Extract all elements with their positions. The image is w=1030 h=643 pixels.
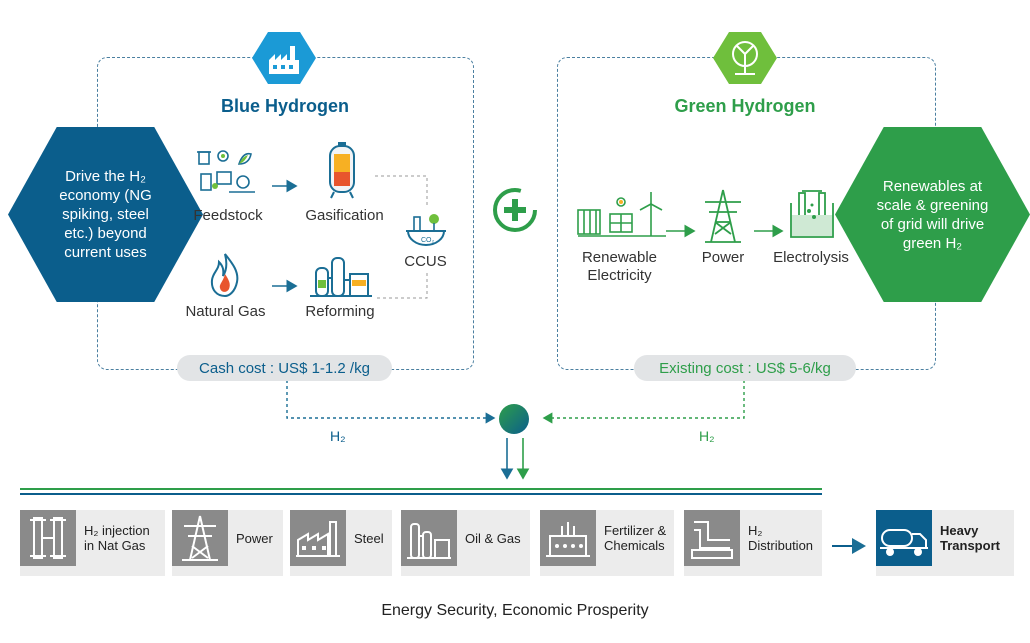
gasification-icon xyxy=(329,142,355,199)
reforming-label: Reforming xyxy=(305,303,375,320)
use-card-oil-gas: Oil & Gas xyxy=(401,510,530,576)
factory-icon xyxy=(252,32,316,84)
use-card-steel: Steel xyxy=(290,510,392,576)
green-hydrogen-title: Green Hydrogen xyxy=(674,96,816,116)
natural-gas-label: Natural Gas xyxy=(185,303,266,320)
green-h2-label: H₂ xyxy=(699,428,715,444)
electrolysis-label: Electrolysis xyxy=(773,249,849,266)
gasification-label: Gasification xyxy=(305,207,384,224)
pipeline-icon xyxy=(30,517,66,559)
heavy-transport-label: Heavy Transport xyxy=(940,523,1000,553)
use-label-distribution: H₂ Distribution xyxy=(748,523,814,553)
svg-text:CO₂: CO₂ xyxy=(421,237,435,244)
use-card-nat-gas: H₂ injection in Nat Gas xyxy=(20,510,165,576)
wind-turbine-badge-icon xyxy=(713,32,777,84)
use-label-nat-gas: H₂ injection in Nat Gas xyxy=(84,523,150,553)
use-label-steel: Steel xyxy=(354,530,384,546)
use-label-power: Power xyxy=(236,530,273,546)
pipes-icon xyxy=(691,521,733,559)
hydrogen-merge-node xyxy=(499,404,529,434)
transmission-tower-icon xyxy=(182,515,218,561)
feedstock-label: Feedstock xyxy=(193,207,263,224)
footer-caption: Energy Security, Economic Prosperity xyxy=(381,602,649,619)
heavy-transport-card: Heavy Transport xyxy=(876,510,1014,576)
use-card-power: Power xyxy=(172,510,283,576)
steel-plant-icon xyxy=(296,521,340,557)
renewable-electricity-label: Renewable Electricity xyxy=(581,249,658,284)
blue-cost-badge: Cash cost : US$ 1-1.2 /kg xyxy=(177,355,392,381)
renewable-electricity-icon xyxy=(577,192,666,237)
blue-hydrogen-title: Blue Hydrogen xyxy=(220,96,349,116)
flame-icon xyxy=(210,253,239,298)
use-label-oil-gas: Oil & Gas xyxy=(465,530,521,546)
ccus-label: CCUS xyxy=(404,253,447,270)
tanker-truck-icon xyxy=(880,529,928,556)
use-label-fertilizer: Fertilizer & Chemicals xyxy=(604,523,667,553)
use-card-distribution: H₂ Distribution xyxy=(684,510,822,576)
blue-driver-text: Drive the H₂ economy (NG spiking, steel … xyxy=(59,168,152,261)
ccus-icon: CO₂ xyxy=(406,214,446,246)
green-cost-badge: Existing cost : US$ 5-6/kg xyxy=(634,355,856,381)
use-card-fertilizer: Fertilizer & Chemicals xyxy=(540,510,674,576)
power-label: Power xyxy=(701,249,745,266)
blue-h2-label: H₂ xyxy=(330,428,346,444)
electrolysis-icon xyxy=(790,190,834,238)
green-driver-text: Renewables at scale & greening of grid w… xyxy=(876,177,989,252)
refinery-icon xyxy=(407,523,451,559)
plus-cycle-icon xyxy=(493,188,537,232)
chemical-plant-icon xyxy=(546,522,590,557)
power-tower-icon xyxy=(705,189,741,243)
feedstock-icon xyxy=(197,150,255,193)
reforming-plant-icon xyxy=(310,257,372,297)
